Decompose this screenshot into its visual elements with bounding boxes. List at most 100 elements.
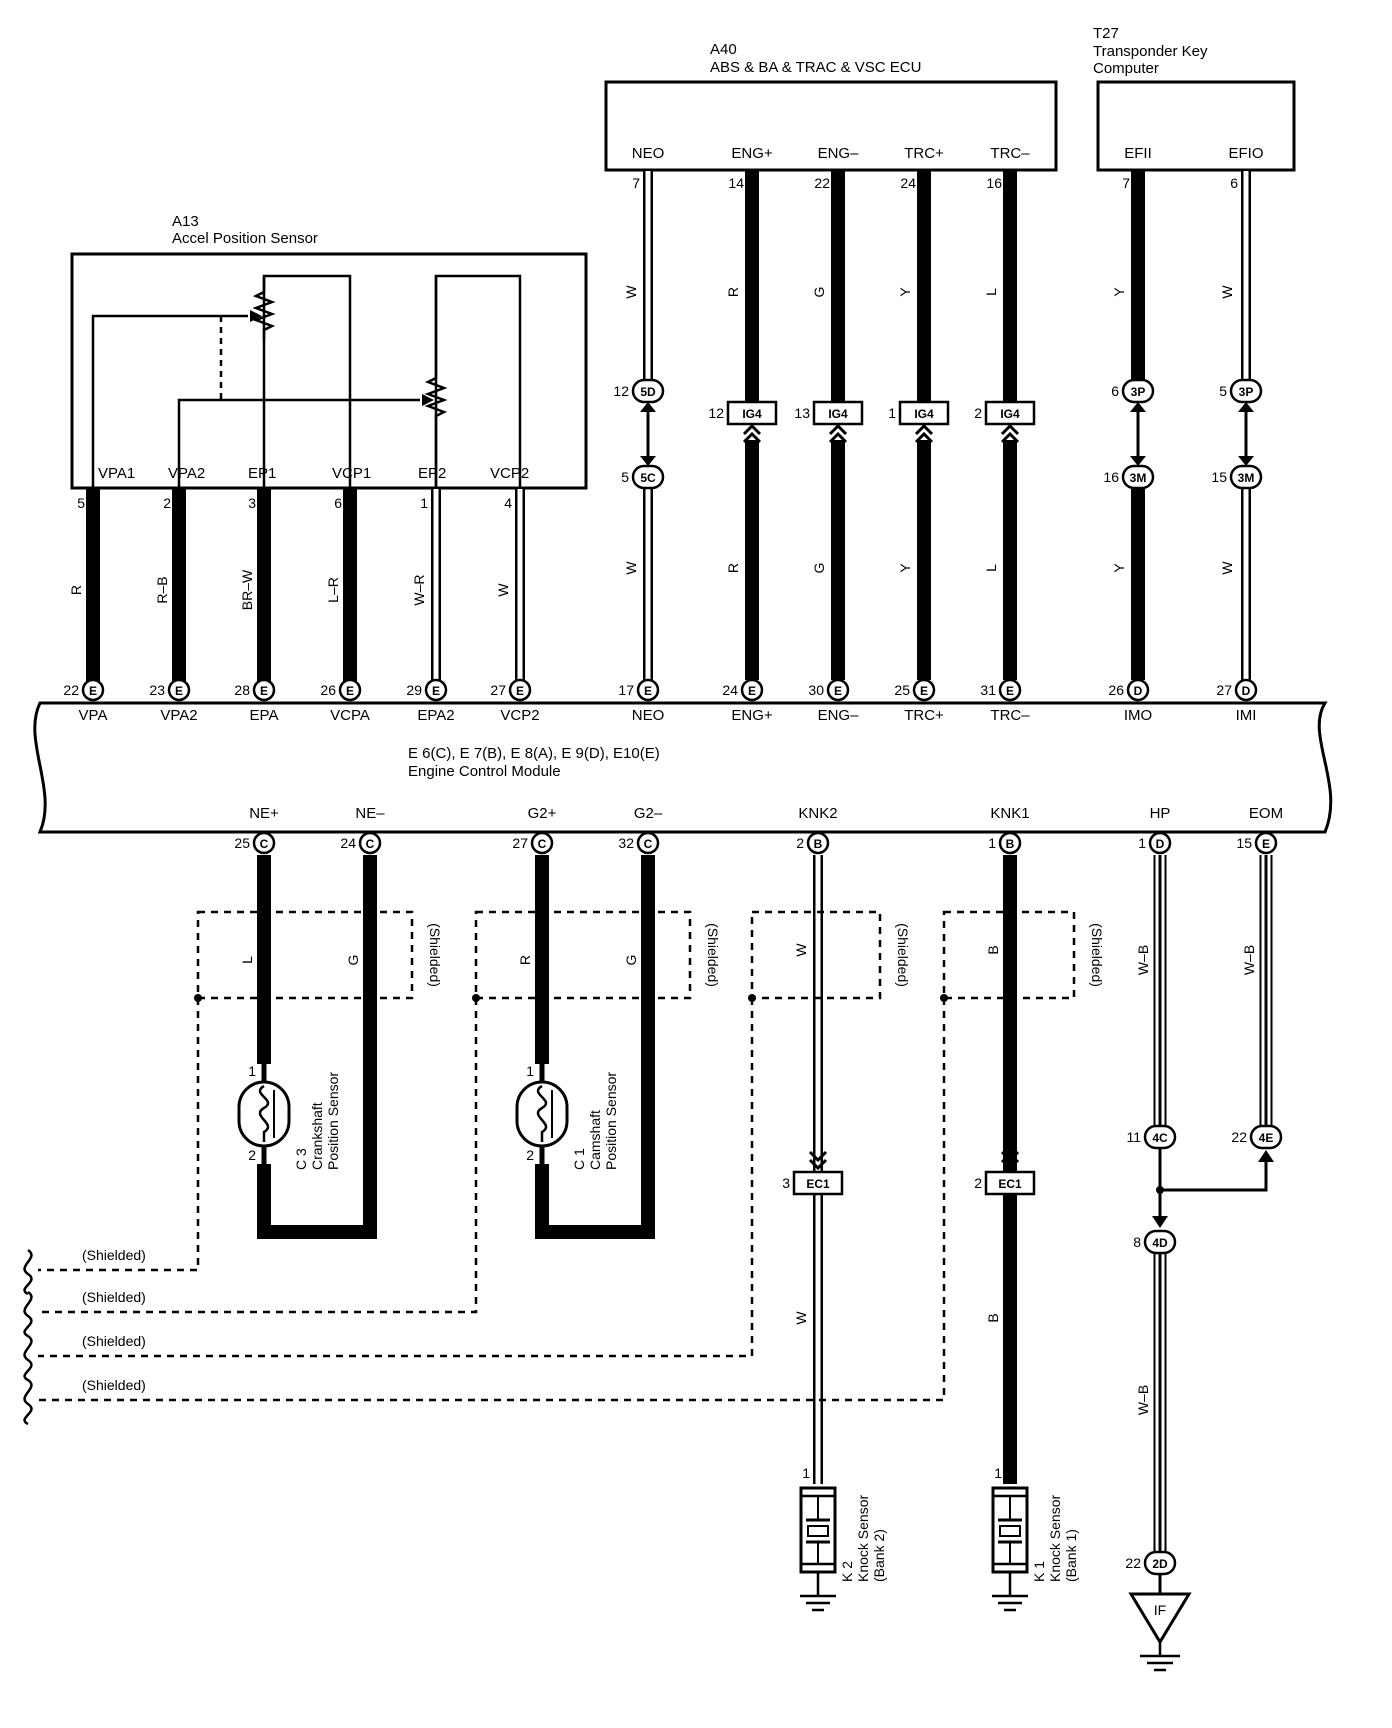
eom-4e-pill (1249, 1124, 1283, 1150)
ecm-top-pin-1-number: 23 (149, 682, 165, 698)
ecm-top-pin-0-number: 22 (63, 682, 79, 698)
a40-pin-4: 16 (986, 175, 1002, 191)
neo-color-bottom: W (623, 561, 639, 575)
a13-pin-4: 1 (420, 495, 428, 511)
ecm-top-name-3: VCPA (330, 707, 370, 724)
a13-wire-color-2: BR–W (239, 569, 255, 610)
shield-drain-3 (38, 998, 946, 1402)
neo-arrow-down (640, 456, 656, 466)
ecm-name: Engine Control Module (408, 763, 561, 780)
a13-wire-color-5: W (495, 583, 511, 597)
t27-bottom-conn-0-pin: 16 (1103, 469, 1119, 485)
shield-label-3: (Shielded) (1089, 923, 1105, 987)
crank-coil (258, 1084, 270, 1142)
shield-box-1 (474, 910, 692, 1000)
a40-color-top-3: Y (897, 287, 913, 297)
ecm-top-pin-9-letter: E (920, 684, 928, 698)
ecm-top-name-6: NEO (632, 707, 665, 724)
shield-label-0: (Shielded) (427, 923, 443, 987)
ig4-chev-1-a (742, 423, 762, 436)
crank-color-1: L (239, 956, 255, 964)
t27-transponder-key-computer: T27 Transponder Key Computer (1093, 25, 1296, 172)
ecm-bottom-name-7: EOM (1249, 805, 1283, 822)
ecm-top-pin-6-number: 17 (618, 682, 634, 698)
a13-pin-3: 6 (334, 495, 342, 511)
a13-terminal-3: VCP1 (332, 465, 371, 482)
ig4-chev-1-b (742, 431, 762, 444)
ig4-chev-3-a (914, 423, 934, 436)
a40-name: ABS & BA & TRAC & VSC ECU (710, 59, 921, 76)
eom-arrow (1258, 1150, 1274, 1162)
t27-bottom-conn-1-code: 3M (1238, 471, 1255, 485)
ecm-top-name-1: VPA2 (160, 707, 197, 724)
knock1-code: K 1 (1031, 1561, 1047, 1582)
hp-4c-pill (1143, 1124, 1177, 1150)
ecm-bottom-pin-5-number: 1 (988, 835, 996, 851)
t27-bottom-conn-0-code: 3M (1130, 471, 1147, 485)
t27-color-bottom-1: W (1219, 561, 1235, 575)
neo-5d-code: 5D (640, 385, 656, 399)
crank-line2: Position Sensor (325, 1072, 341, 1170)
ecm-bottom-pin-7-letter: E (1262, 837, 1270, 851)
knock1-line2: (Bank 1) (1063, 1529, 1079, 1582)
ecm-top-pin-10-number: 31 (980, 682, 996, 698)
knock1-pin: 1 (994, 1465, 1002, 1481)
neo-color-top: W (623, 285, 639, 299)
hp-4c-code: 4C (1152, 1131, 1168, 1145)
ecm-top-pin-12-circle (1234, 678, 1258, 702)
shield-drain-0 (38, 998, 200, 1272)
a13-pin-5: 4 (504, 495, 512, 511)
ecm-bottom-pin-1-number: 24 (340, 835, 356, 851)
a40-code: A40 (710, 41, 737, 58)
ecm-bottom-name-5: KNK1 (990, 805, 1029, 822)
cam-wire-2 (535, 855, 655, 1239)
ecm-bottom-pin-3-circle (636, 831, 660, 855)
ecm-top-pin-2-number: 28 (234, 682, 250, 698)
t27-name-line2: Computer (1093, 60, 1159, 77)
t27-arrow-down-0 (1130, 456, 1146, 466)
ecm-bottom-name-1: NE– (355, 805, 385, 822)
ground-color: W–B (1135, 1385, 1151, 1415)
a40-terminal-3: TRC+ (904, 145, 944, 162)
knock1-crystal (999, 1525, 1021, 1537)
cam-pin-2: 2 (526, 1147, 534, 1163)
hp-4c-pin: 11 (1126, 1129, 1141, 1145)
ig4-4-pin: 2 (974, 405, 982, 421)
a13-terminal-0: VPA1 (98, 465, 135, 482)
t27-pin-1: 6 (1230, 175, 1238, 191)
ig4-2-code: IG4 (828, 407, 848, 421)
knock2-crystal (807, 1525, 829, 1537)
ecm-top-pin-3-letter: E (346, 684, 354, 698)
cam-line2: Position Sensor (603, 1072, 619, 1170)
a13-terminal-4: EP2 (418, 465, 446, 482)
join-arrow (1152, 1216, 1168, 1228)
knock2-pin: 1 (802, 1465, 810, 1481)
ecm-bottom-pin-6-number: 1 (1138, 835, 1146, 851)
ig4-4-code: IG4 (1000, 407, 1020, 421)
shield-box-2 (750, 910, 882, 1000)
ecm-top-pin-0-circle (81, 678, 105, 702)
shield-label-1: (Shielded) (705, 923, 721, 987)
ecm-top-pin-4-number: 29 (406, 682, 422, 698)
crank-code: C 3 (293, 1148, 309, 1170)
ecm-bottom-pin-6-circle (1148, 831, 1172, 855)
crank-wire-2 (257, 855, 377, 1239)
shield-drain-1 (38, 998, 478, 1314)
neo-arrow-up (640, 402, 656, 412)
shield-drain-2 (38, 998, 754, 1358)
join-4d-pill (1143, 1229, 1177, 1255)
ecm-top-name-0: VPA (79, 707, 108, 724)
ecm-top-pin-0-letter: E (89, 684, 97, 698)
knock2-ec1-code: EC1 (806, 1177, 830, 1191)
join-dot (1156, 1186, 1164, 1194)
t27-bottom-conn-1-pin: 15 (1211, 469, 1227, 485)
ecm-top-name-4: EPA2 (417, 707, 454, 724)
break-mark-2 (23, 1334, 33, 1382)
cam-coil (536, 1084, 548, 1142)
knock2-chev-a (808, 1150, 828, 1163)
knock2-line1: Knock Sensor (855, 1495, 871, 1582)
ecm-top-name-11: IMO (1124, 707, 1152, 724)
ecm-bottom-name-4: KNK2 (798, 805, 837, 822)
shield-bus-label-1: (Shielded) (82, 1289, 146, 1305)
